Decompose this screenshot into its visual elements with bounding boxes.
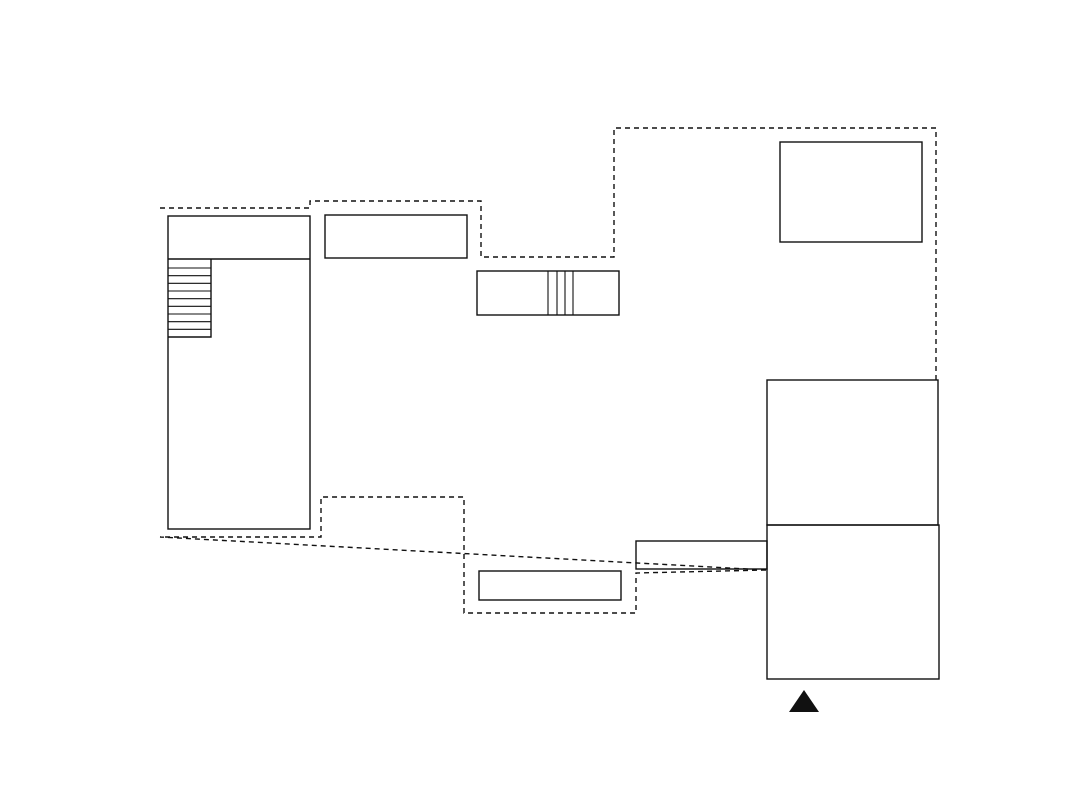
upper-block (324, 214, 468, 259)
upper-right-room (779, 141, 923, 243)
stair-outline (168, 259, 212, 338)
connector-bar (635, 540, 768, 570)
lower-block (478, 570, 622, 601)
right-wing-room-lower (766, 524, 940, 680)
left-wing-room (167, 215, 311, 530)
stair-treads (168, 267, 211, 330)
entrance-triangle-icon (789, 690, 819, 712)
roof-outline-dashed (159, 127, 937, 614)
right-wing-room-upper (766, 379, 939, 526)
